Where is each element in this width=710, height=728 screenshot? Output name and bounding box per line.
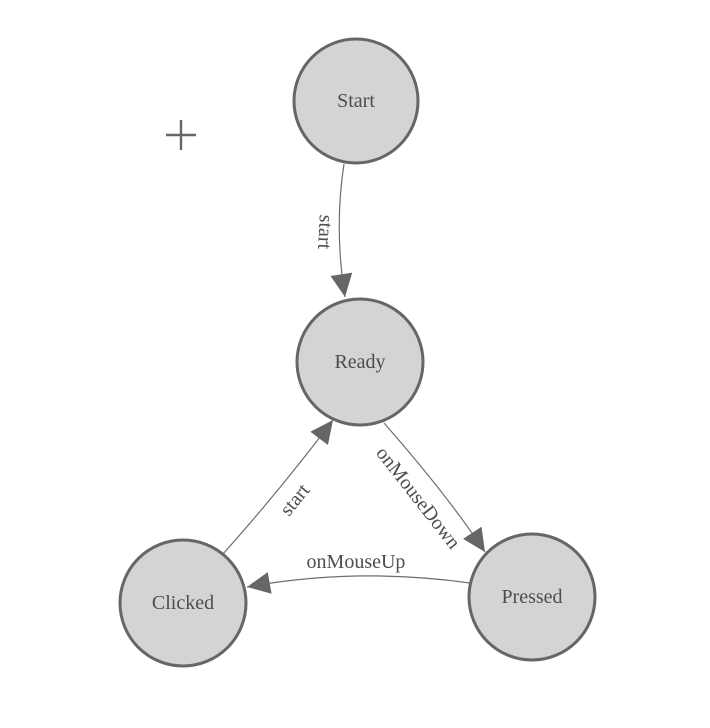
edge-line-clicked-ready[interactable]: [222, 419, 334, 555]
node-clicked[interactable]: Clicked: [118, 538, 248, 668]
node-pressed[interactable]: Pressed: [467, 532, 597, 662]
arrowhead-clicked-ready: [310, 420, 333, 445]
edge-label-ready-pressed: onMouseDown: [371, 443, 464, 554]
edge-pressed-clicked[interactable]: [246, 572, 471, 594]
edge-clicked-ready[interactable]: [222, 419, 334, 555]
node-start[interactable]: Start: [292, 37, 420, 165]
node-ready[interactable]: Ready: [295, 297, 425, 427]
node-label-start: Start: [337, 90, 375, 112]
node-circle-pressed[interactable]: [467, 532, 597, 662]
node-label-clicked: Clicked: [152, 592, 214, 614]
arrowhead-ready-pressed: [463, 526, 485, 552]
edge-label-start-ready: start: [313, 214, 337, 250]
arrowhead-pressed-clicked: [247, 572, 272, 594]
edge-start-ready[interactable]: [330, 163, 353, 298]
plus-icon: [166, 120, 196, 150]
node-circle-ready[interactable]: [295, 297, 425, 427]
node-label-pressed: Pressed: [501, 586, 562, 608]
edge-label-pressed-clicked: onMouseUp: [307, 551, 406, 573]
arrowhead-start-ready: [330, 272, 353, 297]
node-label-ready: Ready: [334, 351, 385, 373]
node-circle-clicked[interactable]: [118, 538, 248, 668]
node-circle-start[interactable]: [292, 37, 420, 165]
edge-line-pressed-clicked[interactable]: [246, 575, 471, 588]
edge-ready-pressed[interactable]: [383, 422, 486, 553]
